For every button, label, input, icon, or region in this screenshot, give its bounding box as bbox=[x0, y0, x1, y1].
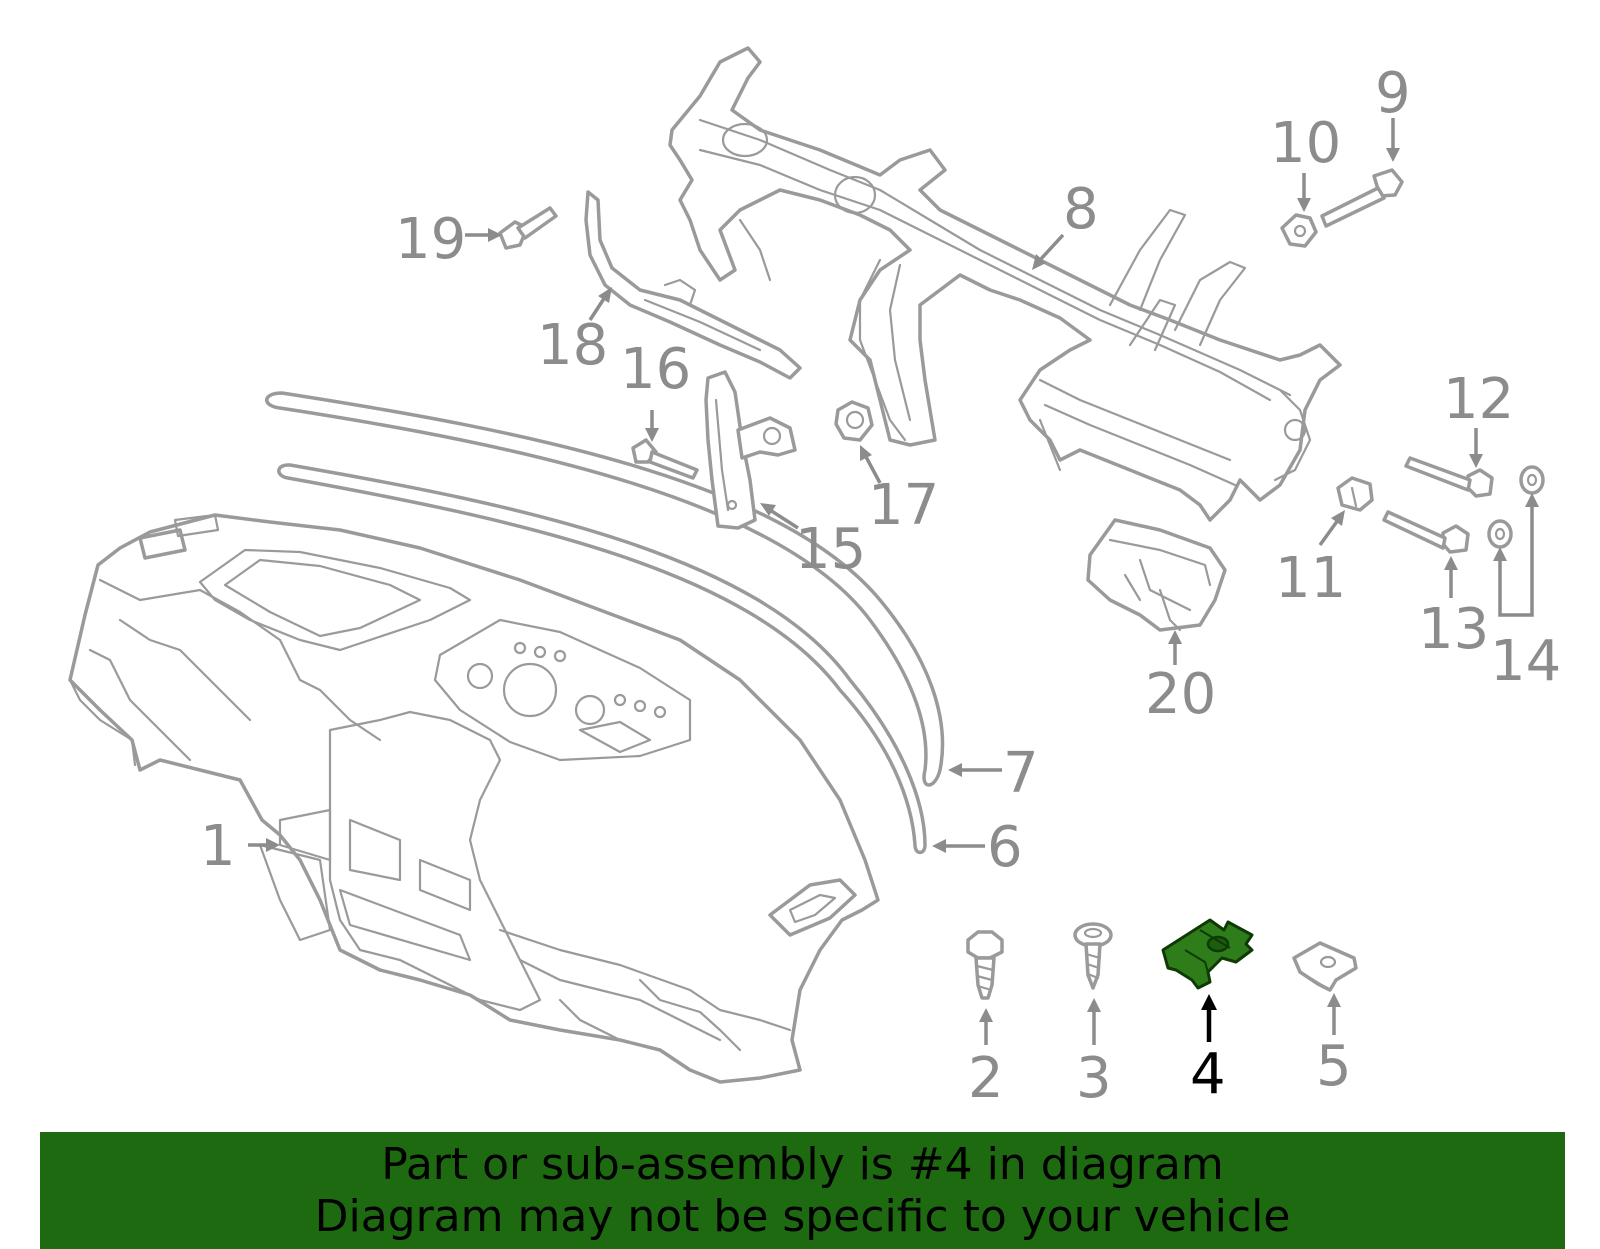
brace-18[interactable] bbox=[584, 190, 802, 380]
callout-10: 10 bbox=[1270, 111, 1341, 176]
clip-10[interactable] bbox=[1280, 213, 1318, 248]
callout-2: 2 bbox=[968, 1046, 1004, 1111]
callout-13: 13 bbox=[1418, 597, 1489, 662]
callout-7: 7 bbox=[1003, 741, 1039, 806]
callout-12: 12 bbox=[1443, 367, 1514, 432]
bolt-13[interactable] bbox=[1382, 510, 1470, 554]
dashboard-panel[interactable] bbox=[68, 513, 880, 1084]
bolt-19[interactable] bbox=[498, 206, 558, 250]
airbag-module-20[interactable] bbox=[1086, 518, 1227, 632]
callout-19: 19 bbox=[395, 207, 466, 272]
bracket-15[interactable] bbox=[704, 370, 797, 530]
callout-4: 4 bbox=[1190, 1042, 1226, 1107]
callout-17: 17 bbox=[868, 473, 939, 538]
callout-labels: 1 2 3 4 5 6 7 8 9 10 11 12 13 14 15 16 1… bbox=[200, 61, 1561, 1111]
callout-18: 18 bbox=[537, 313, 608, 378]
cross-car-beam[interactable] bbox=[668, 46, 1342, 522]
bolt-9[interactable] bbox=[1320, 168, 1404, 228]
callout-14: 14 bbox=[1490, 629, 1561, 694]
clip-11[interactable] bbox=[1336, 476, 1374, 512]
bolt-2[interactable] bbox=[966, 930, 1004, 1000]
callout-20: 20 bbox=[1145, 662, 1216, 727]
screw-3[interactable] bbox=[1073, 922, 1113, 990]
info-banner: Part or sub-assembly is #4 in diagram Di… bbox=[40, 1132, 1565, 1249]
seal-strip-6[interactable] bbox=[277, 463, 927, 855]
banner-line-disclaimer: Diagram may not be specific to your vehi… bbox=[314, 1190, 1291, 1242]
nut-17[interactable] bbox=[834, 400, 874, 442]
callout-3: 3 bbox=[1076, 1046, 1112, 1111]
leader-lines bbox=[248, 118, 1539, 1045]
bolt-12[interactable] bbox=[1404, 456, 1494, 498]
banner-line-part-number: Part or sub-assembly is #4 in diagram bbox=[381, 1138, 1224, 1190]
clip-5[interactable] bbox=[1292, 941, 1358, 992]
callout-5: 5 bbox=[1316, 1034, 1352, 1099]
callout-11: 11 bbox=[1275, 546, 1346, 611]
speed-nut-4-highlighted[interactable] bbox=[1161, 918, 1254, 990]
bolt-16[interactable] bbox=[631, 438, 699, 480]
callout-8: 8 bbox=[1063, 177, 1099, 242]
callout-16: 16 bbox=[620, 337, 691, 402]
callout-6: 6 bbox=[987, 815, 1023, 880]
callout-15: 15 bbox=[795, 517, 866, 582]
washer-14[interactable] bbox=[1487, 465, 1545, 549]
callout-1: 1 bbox=[200, 814, 236, 879]
callout-9: 9 bbox=[1375, 61, 1411, 126]
